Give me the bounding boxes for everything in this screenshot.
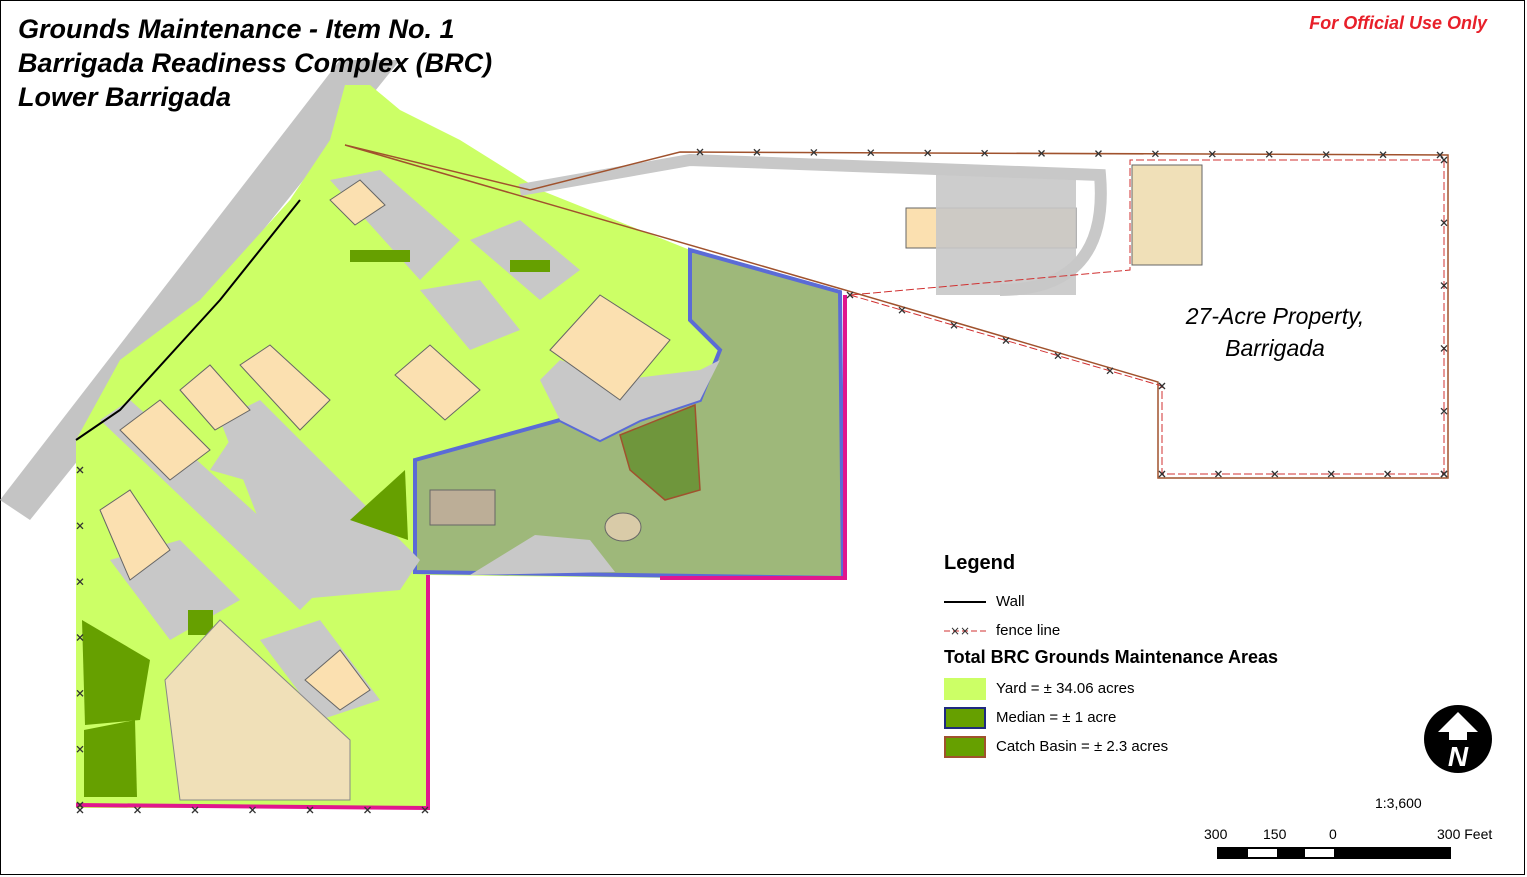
- magenta-boundary: [75, 575, 430, 811]
- legend-fence-label: fence line: [996, 622, 1061, 639]
- scale-tick-300-feet: 300 Feet: [1437, 826, 1493, 842]
- property-label-line-1: 27-Acre Property,: [1185, 303, 1365, 329]
- legend-row-yard: Yard = ± 34.06 acres: [944, 674, 1364, 703]
- svg-text:N: N: [1448, 741, 1469, 772]
- medians: [82, 250, 550, 797]
- official-use-notice: For Official Use Only: [1309, 13, 1487, 33]
- wall-line: [75, 199, 301, 441]
- legend-row-catch-basin: Catch Basin = ± 2.3 acres: [944, 732, 1364, 761]
- scale-tick-300: 300: [1204, 826, 1228, 842]
- legend-wall-label: Wall: [996, 593, 1025, 610]
- buildings: [99, 164, 1203, 761]
- legend-heading: Legend: [944, 552, 1016, 574]
- property-fence: [849, 159, 1445, 475]
- oval-structure: [604, 512, 642, 542]
- median-area-north: [619, 403, 701, 501]
- catch-basin-swatch: [944, 735, 986, 758]
- property-label-line-2: Barrigada: [1225, 335, 1325, 361]
- scale-bar: [1217, 847, 1451, 859]
- scale-tick-150: 150: [1263, 826, 1287, 842]
- paved-triangle: [470, 535, 615, 575]
- magenta-boundary-east: [660, 295, 847, 580]
- median-swatch: [944, 706, 986, 729]
- title-line-2: Barrigada Readiness Complex (BRC): [18, 48, 493, 78]
- legend-catch-basin-label: Catch Basin = ± 2.3 acres: [996, 738, 1169, 755]
- wall-symbol: [944, 591, 986, 613]
- fence-marks: [76, 148, 1448, 814]
- north-arrow-icon: N: [1424, 705, 1492, 773]
- yard-swatch: [944, 677, 986, 700]
- tan-lot: [164, 619, 351, 801]
- svg-text:××: ××: [950, 624, 970, 638]
- access-road: [518, 153, 1107, 296]
- fence-symbol: ××: [944, 620, 986, 642]
- legend-row-wall: Wall: [944, 587, 1364, 616]
- scale-ratio: 1:3,600: [1375, 795, 1422, 811]
- title-line-3: Lower Barrigada: [18, 82, 232, 112]
- legend-row-median: Median = ± 1 acre: [944, 703, 1364, 732]
- legend-yard-label: Yard = ± 34.06 acres: [996, 680, 1135, 697]
- scale-tick-0: 0: [1329, 826, 1337, 842]
- legend-median-label: Median = ± 1 acre: [996, 709, 1117, 726]
- property-outline: [344, 144, 1449, 479]
- legend: Legend Wall ×× fence line Total BRC Grou…: [944, 552, 1364, 761]
- title-line-1: Grounds Maintenance - Item No. 1: [18, 14, 455, 44]
- property-label: 27-Acre Property, Barrigada: [1150, 300, 1400, 364]
- parking-structure: [936, 170, 1076, 295]
- legend-row-fence: ×× fence line: [944, 616, 1364, 645]
- beige-building: [429, 489, 496, 526]
- legend-subheading: Total BRC Grounds Maintenance Areas: [944, 647, 1279, 667]
